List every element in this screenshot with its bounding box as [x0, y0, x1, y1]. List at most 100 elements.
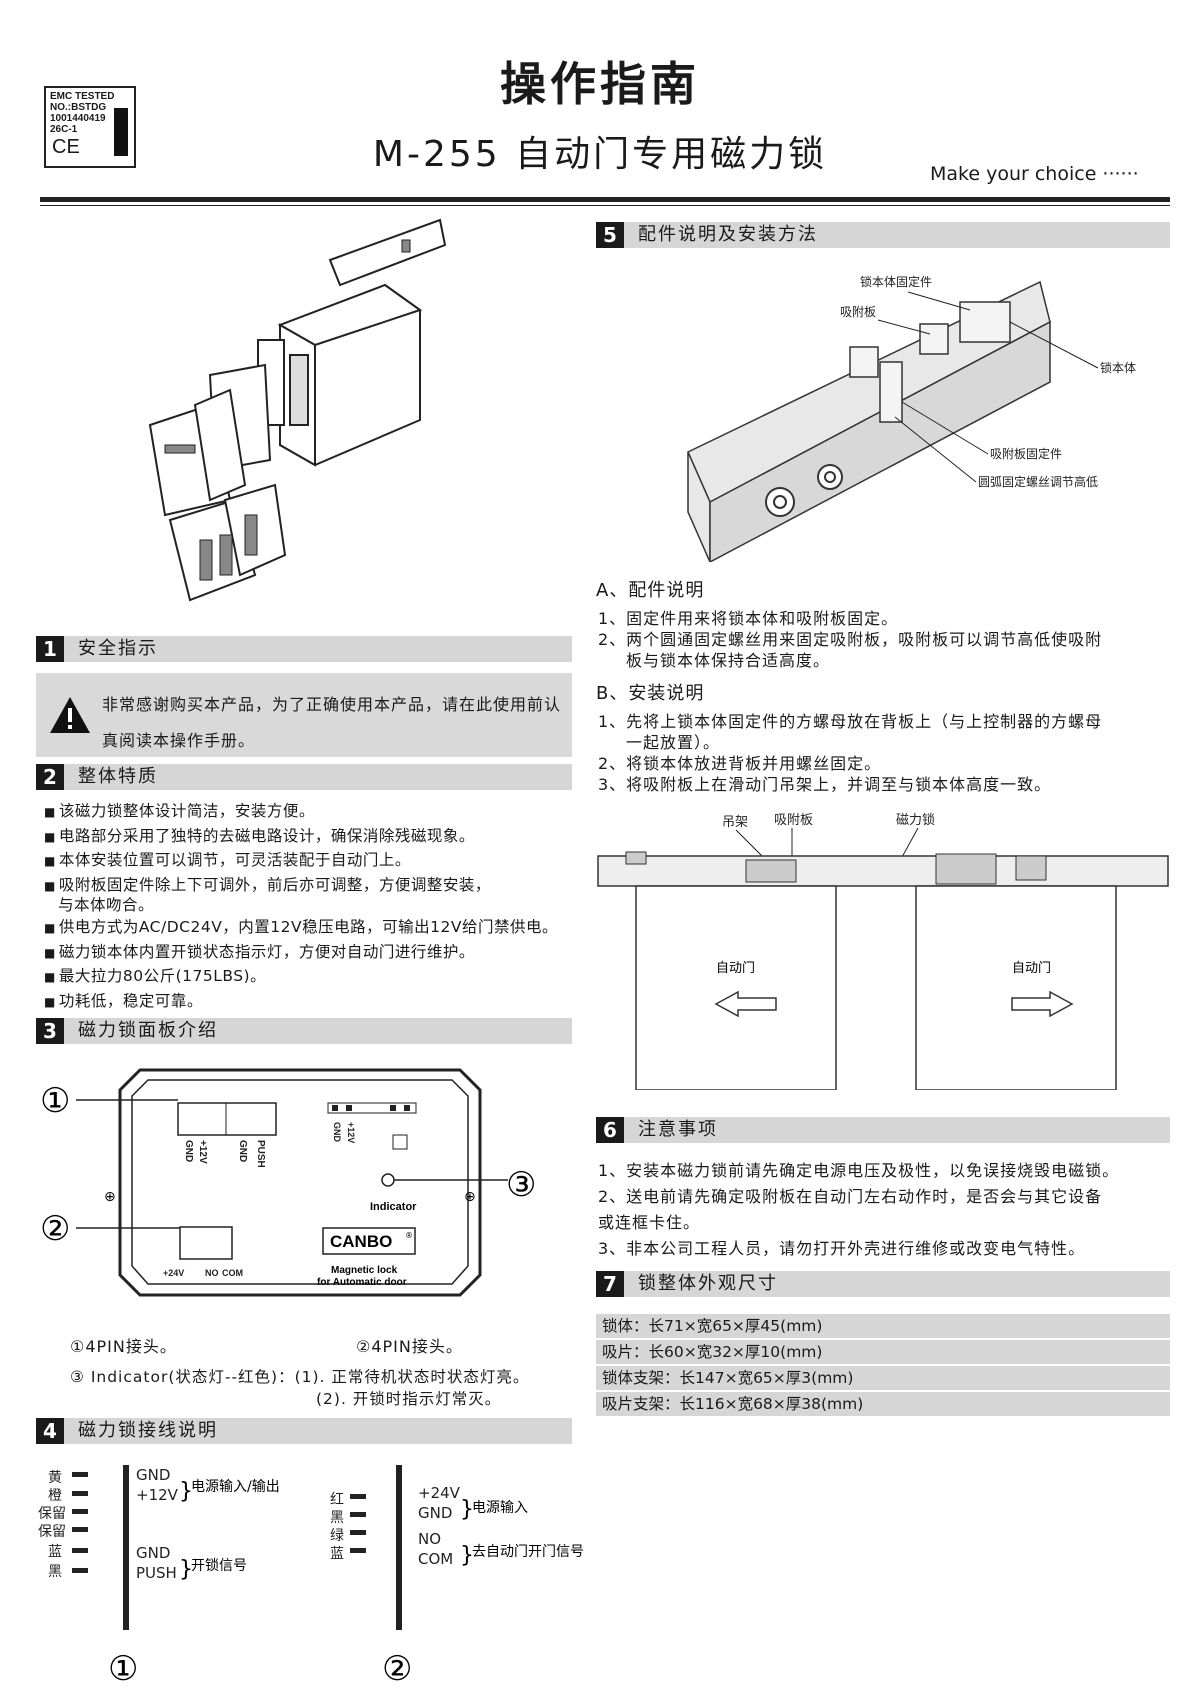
- pin-12v: +12V: [197, 1140, 208, 1164]
- brand-box: [322, 1227, 416, 1255]
- right-group-power: 电源输入: [472, 1500, 528, 1516]
- pin-no: NO: [205, 1268, 219, 1278]
- left-group-power: 电源输入/输出: [191, 1479, 280, 1495]
- section-6-number: 6: [596, 1117, 624, 1143]
- right-pin-no: NO: [418, 1530, 441, 1548]
- wire-color-green: 绿: [330, 1528, 344, 1544]
- section-1-number: 1: [36, 636, 64, 662]
- notice-item: 1、安装本磁力锁前请先确定电源电压及极性，以免误接烧毁电磁锁。: [598, 1161, 1120, 1180]
- parts-desc-item: 1、固定件用来将锁本体和吸附板固定。: [598, 609, 899, 628]
- feature-list: 该磁力锁整体设计简洁，安装方便。 电路部分采用了独特的去磁电路设计，确保消除残磁…: [44, 800, 644, 1014]
- section-3-header: 3 磁力锁面板介绍: [36, 1018, 572, 1044]
- install-desc-item: 1、先将上锁本体固定件的方螺母放在背板上（与上控制器的方螺母: [598, 712, 1103, 731]
- wire-color-blue: 蓝: [48, 1544, 62, 1560]
- callout-lock-body: 锁本体: [1100, 360, 1136, 375]
- wiring-marker-2: ②: [382, 1649, 412, 1689]
- wiring-diagram: 黄 橙 保留 保留 蓝 黑 GND +12V GND PUSH } 电源输入/输…: [38, 1465, 584, 1689]
- wire-color-red: 红: [330, 1492, 344, 1508]
- label-maglock: 磁力锁: [896, 812, 935, 828]
- notice-item: 3、非本公司工程人员，请勿打开外壳进行维修或改变电气特性。: [598, 1239, 1086, 1258]
- section-6-title: 注意事项: [638, 1119, 718, 1140]
- panel-inner-outline: [131, 1079, 469, 1285]
- left-pin-12v: +12V: [136, 1486, 179, 1504]
- section-2-number: 2: [36, 764, 64, 790]
- emc-badge: EMC TESTED NO.:BSTDG 1001440419 26C-1 CE: [44, 86, 136, 168]
- emc-line4: 26C-1: [50, 124, 78, 135]
- pin-push: PUSH: [255, 1140, 266, 1168]
- arrow-left-icon: [714, 990, 777, 1018]
- install-desc-item-cont: 一起放置）。: [626, 733, 721, 752]
- right-pin-com: COM: [418, 1550, 453, 1568]
- feature-item-cont: 与本体吻合。: [58, 896, 155, 914]
- section-3-title: 磁力锁面板介绍: [78, 1020, 218, 1041]
- label-hanger: 吊架: [722, 815, 748, 830]
- product-line-1: Magnetic lock: [331, 1265, 398, 1276]
- feature-item: 供电方式为AC/DC24V，内置12V稳压电路，可输出12V给门禁供电。: [44, 916, 644, 941]
- section-1-header: 1 安全指示: [36, 636, 572, 662]
- right-group-open-signal: 去自动门开门信号: [472, 1544, 584, 1560]
- notice-item-cont: 或连框卡住。: [598, 1213, 701, 1232]
- wire-color-reserved-1: 保留: [38, 1506, 66, 1522]
- parts-desc-item-cont: 板与锁本体保持合适高度。: [626, 651, 831, 670]
- feature-item: 本体安装位置可以调节，可灵活装配于自动门上。: [44, 849, 644, 874]
- wire-color-orange: 橙: [48, 1488, 62, 1504]
- dimension-row: 吸片：长60×宽32×厚10(mm): [596, 1340, 1170, 1364]
- emc-bar: [114, 108, 128, 156]
- product-illustration: [148, 218, 447, 602]
- left-pin-push: PUSH: [136, 1564, 177, 1582]
- install-desc-item: 3、将吸附板上在滑动门吊架上，并调至与锁本体高度一致。: [598, 775, 1052, 794]
- door-diagram: 吊架 吸附板 磁力锁 自动门 自动门: [597, 812, 1169, 1090]
- left-pin-gnd: GND: [136, 1466, 170, 1484]
- door-right: [915, 885, 1117, 1090]
- feature-item: 磁力锁本体内置开锁状态指示灯，方便对自动门进行维护。: [44, 941, 644, 966]
- safety-warning-box: 非常感谢购买本产品，为了正确使用本产品，请在此使用前认真阅读本操作手册。: [36, 673, 572, 757]
- indicator-label: Indicator: [370, 1201, 417, 1213]
- section-5-number: 5: [596, 222, 624, 248]
- pin-24v: +24V: [163, 1268, 184, 1278]
- connector-2: [179, 1226, 233, 1260]
- mount-hole-left: ⊕: [104, 1189, 116, 1205]
- panel-note-4: (2). 开锁时指示灯常灭。: [316, 1390, 502, 1408]
- brace-4: }: [460, 1543, 474, 1568]
- product-line-2: for Automatic door: [317, 1277, 407, 1288]
- feature-item: 电路部分采用了独特的去磁电路设计，确保消除残磁现象。: [44, 825, 644, 850]
- emc-line3: 1001440419: [50, 113, 106, 124]
- exit-icon: [392, 1134, 408, 1150]
- install-desc-title: B、安装说明: [596, 683, 705, 704]
- pin-com: COM: [222, 1268, 243, 1278]
- safety-warning-text: 非常感谢购买本产品，为了正确使用本产品，请在此使用前认真阅读本操作手册。: [102, 695, 562, 750]
- indicator-led: [381, 1173, 395, 1187]
- section-7-title: 锁整体外观尺寸: [638, 1273, 778, 1294]
- brace-3: }: [460, 1497, 474, 1522]
- feature-item: 功耗低，稳定可靠。: [44, 990, 644, 1015]
- notice-list: 1、安装本磁力锁前请先确定电源电压及极性，以免误接烧毁电磁锁。 2、送电前请先确…: [598, 1158, 1178, 1262]
- callout-armature-mount: 吸附板固定件: [990, 446, 1062, 461]
- header-rule-thin: [40, 205, 1170, 206]
- brand-logo: CANBO: [330, 1232, 392, 1251]
- parts-desc-list: 1、固定件用来将锁本体和吸附板固定。 2、两个圆通固定螺丝用来固定吸附板，吸附板…: [598, 608, 1178, 671]
- label-armature: 吸附板: [774, 813, 813, 828]
- section-4-header: 4 磁力锁接线说明: [36, 1418, 572, 1444]
- section-5-title: 配件说明及安装方法: [638, 224, 818, 245]
- panel-note-3: ③ Indicator(状态灯--红色)：(1). 正常待机状态时状态灯亮。: [70, 1368, 530, 1386]
- install-illustration: 锁本体固定件 吸附板 锁本体 吸附板固定件 圆弧固定螺丝调节高低: [687, 274, 1136, 562]
- label-door-right: 自动门: [1012, 961, 1051, 976]
- right-pin-24v: +24V: [418, 1484, 461, 1502]
- door-left: [635, 885, 837, 1090]
- connector-2-bar: [396, 1465, 402, 1630]
- parts-desc-title: A、配件说明: [596, 580, 705, 601]
- wire-color-black-2: 黑: [330, 1510, 344, 1526]
- section-5-header: 5 配件说明及安装方法: [596, 222, 1170, 248]
- page-subtitle: M-255 自动门专用磁力锁: [372, 134, 828, 175]
- marker-2: ②: [40, 1209, 70, 1249]
- wire-color-reserved-2: 保留: [38, 1524, 66, 1540]
- left-pin-gnd-2: GND: [136, 1544, 170, 1562]
- brace-2: }: [179, 1557, 193, 1582]
- section-2-header: 2 整体特质: [36, 764, 572, 790]
- emc-line2: NO.:BSTDG: [50, 102, 107, 113]
- install-desc-list: 1、先将上锁本体固定件的方螺母放在背板上（与上控制器的方螺母 一起放置）。 2、…: [598, 711, 1178, 795]
- brand-reg-mark: ®: [405, 1231, 413, 1240]
- panel-note-2: ②4PIN接头。: [356, 1337, 463, 1356]
- arrow-right-icon: [1011, 990, 1074, 1018]
- install-desc-item: 2、将锁本体放进背板并用螺丝固定。: [598, 754, 882, 773]
